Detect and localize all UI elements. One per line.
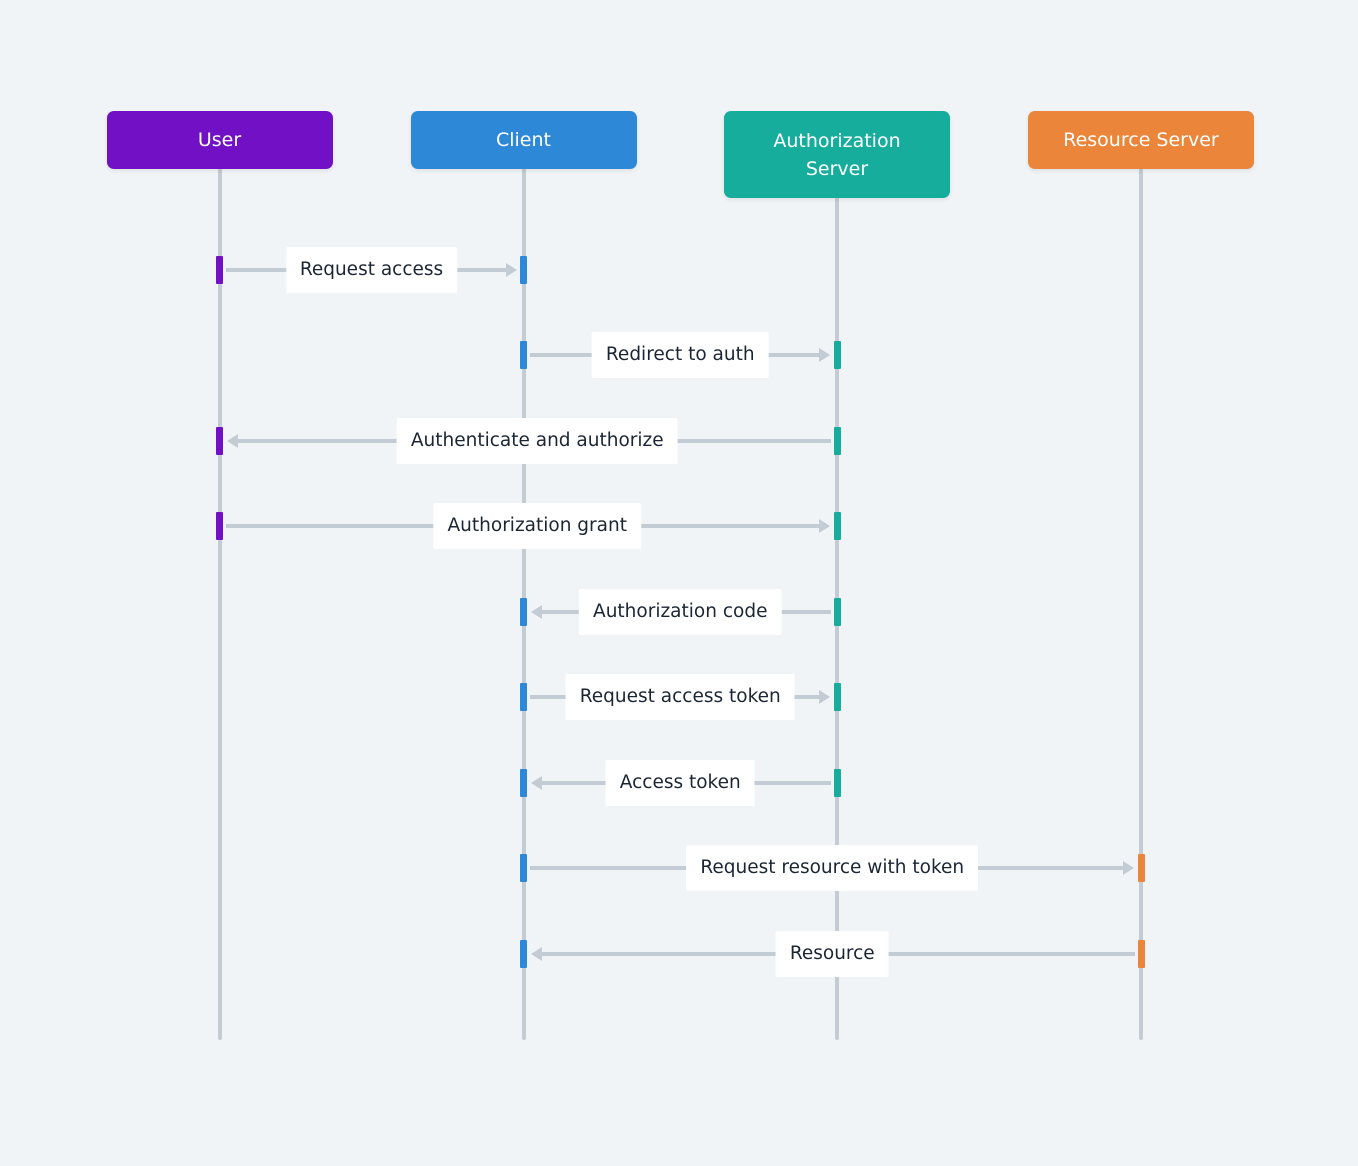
activation-target [520, 255, 527, 284]
activation-target [520, 939, 527, 968]
actor-label: Server [805, 157, 869, 180]
message-label: Request resource with token [686, 845, 979, 891]
actor-label: Authorization [773, 129, 901, 152]
activation-source [833, 597, 841, 626]
actor-label: Resource Server [1063, 129, 1219, 151]
activation-source [520, 854, 527, 882]
message-label: Authenticate and authorize [396, 417, 678, 464]
activation-target [833, 512, 841, 540]
arrowhead-icon [530, 775, 542, 790]
activation-target [833, 683, 841, 711]
activation-target [1137, 854, 1145, 882]
activation-source [520, 341, 527, 369]
activation-source [216, 255, 223, 284]
lifeline-user [217, 168, 222, 1040]
message-label: Request access [285, 246, 458, 293]
arrowhead-icon [819, 519, 830, 533]
activation-target [833, 341, 841, 369]
message-label: Authorization code [579, 588, 782, 635]
message-label: Authorization grant [433, 503, 641, 549]
arrowhead-icon [819, 690, 830, 704]
actor-client: Client [410, 111, 637, 169]
message-label: Redirect to auth [591, 332, 769, 378]
activation-source [833, 426, 841, 455]
arrowhead-icon [530, 604, 542, 619]
actor-label: User [197, 129, 242, 151]
activation-source [520, 683, 527, 711]
activation-source [1137, 939, 1145, 968]
activation-source [833, 768, 841, 797]
arrowhead-icon [1123, 861, 1134, 875]
arrowhead-icon [226, 433, 238, 448]
message-label: Request access token [565, 674, 795, 720]
activation-target [216, 426, 223, 455]
lifeline-resource-server [1139, 168, 1143, 1040]
message-label: Resource [775, 930, 889, 977]
activation-target [520, 597, 527, 626]
arrowhead-icon [819, 348, 830, 362]
actor-user: User [106, 111, 333, 169]
arrowhead-icon [530, 946, 542, 961]
message-label: Access token [605, 759, 755, 806]
activation-target [520, 768, 527, 797]
actor-resource-server: Resource Server [1028, 111, 1254, 169]
actor-label: Client [495, 129, 551, 151]
arrowhead-icon [505, 262, 517, 277]
activation-source [216, 512, 223, 540]
